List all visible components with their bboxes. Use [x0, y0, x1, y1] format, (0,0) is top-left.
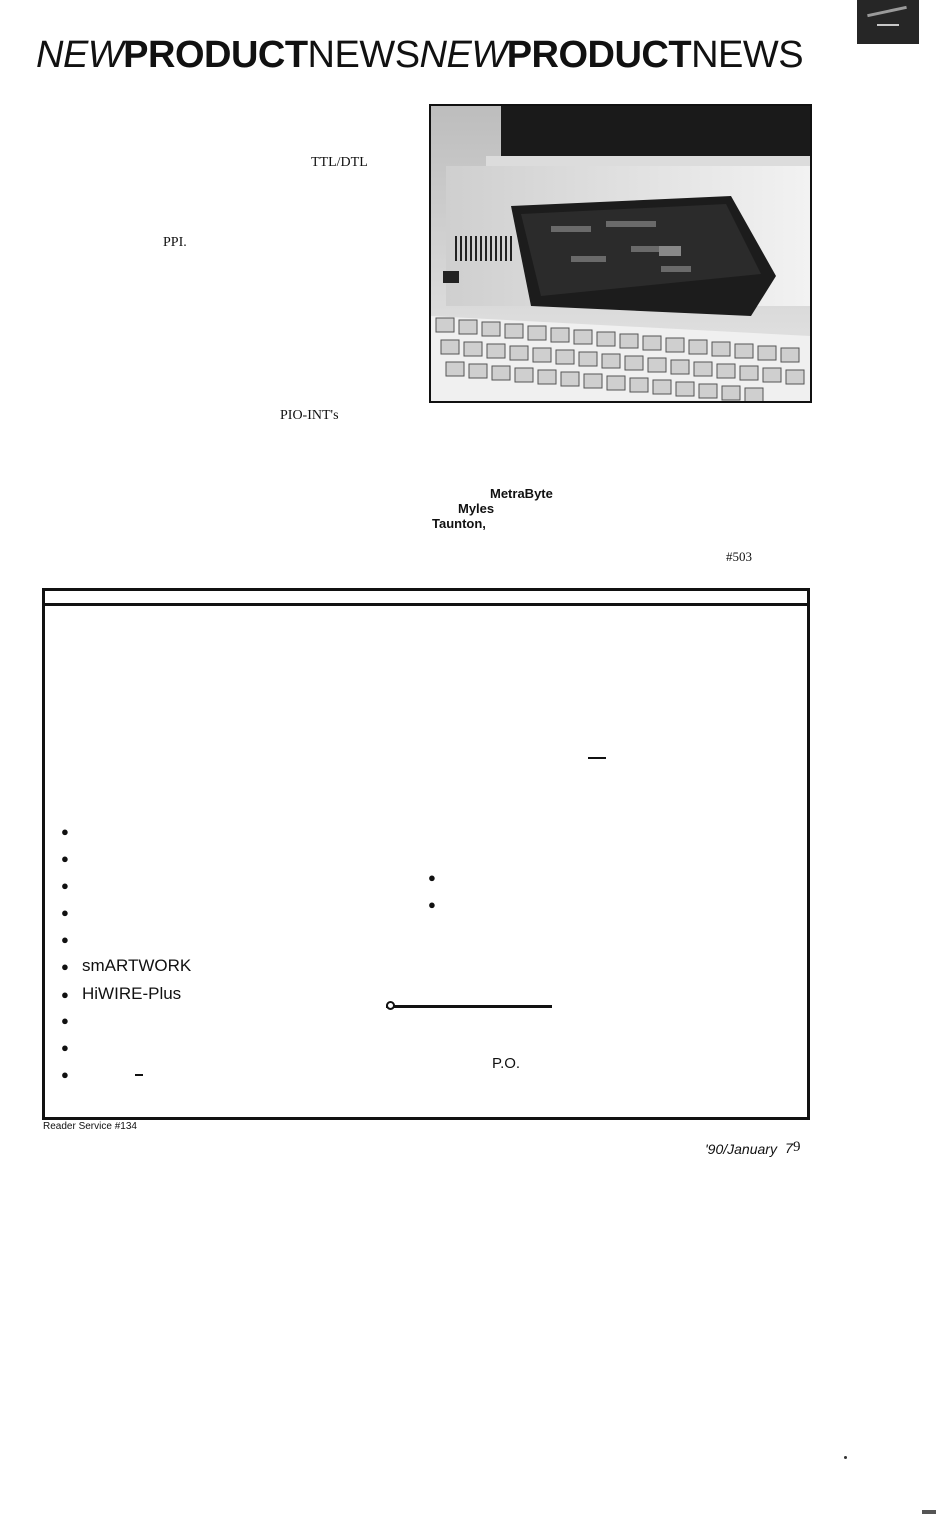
- bullet-dot: ●: [61, 1067, 69, 1082]
- header-news-1: NEWS: [307, 34, 421, 76]
- ad-top-rule: [45, 603, 807, 606]
- bullet-dot: ●: [61, 932, 69, 947]
- company-street: Myles: [458, 501, 495, 516]
- bullet-dot: ●: [61, 851, 69, 866]
- ad-item-smartwork: smARTWORK: [82, 956, 192, 975]
- company-city: Taunton,: [432, 516, 486, 531]
- page-header: NEWPRODUCTNEWSNEWPRODUCTNEWS: [36, 34, 804, 76]
- product-photo: [429, 104, 812, 403]
- header-product-2: PRODUCT: [506, 34, 692, 76]
- bullet-dot: ●: [428, 870, 436, 885]
- footer-reader-service: Reader Service #134: [43, 1121, 137, 1132]
- footer-issue: '90/January: [705, 1141, 777, 1157]
- bullet-dot: ●: [61, 1040, 69, 1055]
- bullet-dot: ●: [61, 824, 69, 839]
- footer-page-a: 7: [785, 1140, 793, 1156]
- bullet-dot: ●: [61, 987, 69, 1002]
- fragment-ppi: PPI.: [163, 235, 187, 250]
- scan-speck: [844, 1456, 847, 1459]
- header-news-2: NEWS: [691, 34, 804, 76]
- bullet-dot: ●: [428, 897, 436, 912]
- advertisement-box: [42, 588, 810, 1120]
- ad-rule-line: [386, 1005, 552, 1008]
- ad-small-dash: [135, 1074, 143, 1076]
- bullet-dot: ●: [61, 905, 69, 920]
- article-reader-service: #503: [726, 549, 752, 564]
- corner-thumbnail-image: [857, 0, 919, 44]
- ad-po-box: P.O.: [492, 1055, 521, 1072]
- fragment-ttl-dtl: TTL/DTL: [311, 155, 368, 170]
- header-new-1: NEW: [36, 34, 124, 76]
- header-product-1: PRODUCT: [123, 34, 308, 76]
- computer-board-illustration: [431, 106, 810, 401]
- bullet-dot: ●: [61, 1013, 69, 1028]
- scan-mark: [922, 1510, 936, 1514]
- fragment-pio-int: PIO-INT's: [280, 408, 339, 423]
- bullet-dot: ●: [61, 959, 69, 974]
- ad-rule-dot: [386, 1001, 395, 1010]
- ad-item-hiwire-plus: HiWIRE-Plus: [82, 984, 182, 1003]
- bullet-dot: ●: [61, 878, 69, 893]
- footer-page-b: 9: [793, 1139, 801, 1155]
- company-name: MetraByte: [490, 486, 553, 501]
- thumbnail-streak: [867, 5, 907, 18]
- header-new-2: NEW: [419, 34, 508, 76]
- thumbnail-streak-2: [877, 24, 899, 26]
- ad-dash-mark: [588, 757, 606, 759]
